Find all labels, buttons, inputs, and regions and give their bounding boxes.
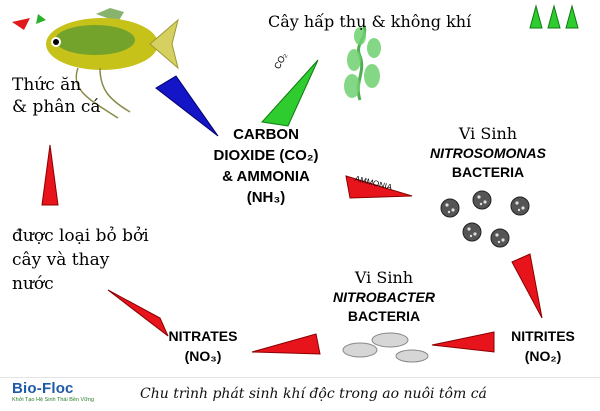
removal-arrow — [107, 289, 169, 337]
food-waste-line-2: & phân cá — [12, 97, 101, 117]
ammonia-arrow — [345, 175, 413, 199]
co2-ammonia-line-1: CARBON — [233, 126, 299, 143]
footer-bar — [0, 377, 600, 411]
nitrobacter-suffix: BACTERIA — [347, 308, 421, 324]
water-plant-icon — [344, 25, 381, 101]
nitrobacter-bacteria-icon — [342, 332, 429, 363]
return-arrow — [41, 144, 59, 206]
nitrites-line-2: (NO₂) — [524, 348, 562, 364]
food-waste-label: Thức ăn & phân cá — [12, 74, 101, 118]
nitrates-label: NITRATES (NO₃) — [148, 326, 258, 366]
co2-ammonia-line-4: (NH₃) — [246, 189, 286, 206]
green-co2-arrow — [261, 59, 319, 127]
bio-floc-logo: Bio-Floc Khởi Tạo Hệ Sinh Thái Bền Vững — [12, 380, 102, 408]
blue-arrow — [155, 75, 219, 137]
nitrates-line-2: (NO₃) — [184, 348, 222, 364]
figure-caption: Chu trình phát sinh khí độc trong ao nuô… — [140, 386, 487, 402]
nitrosomonas-genus: NITROSOMONAS — [430, 145, 546, 161]
removal-line-3: nước — [12, 274, 54, 294]
nitrosomonas-prefix: Vi Sinh — [458, 124, 518, 143]
nitrites-label: NITRITES (NO₂) — [488, 326, 598, 366]
nitrosomonas-suffix: BACTERIA — [451, 164, 525, 180]
nitrosomonas-bacteria-icon — [440, 190, 530, 248]
removal-label: được loại bỏ bởi cây và thay nước — [12, 224, 149, 296]
grass-icon — [529, 4, 579, 29]
nitrobacter-prefix: Vi Sinh — [354, 268, 414, 287]
nitrobacter-genus: NITROBACTER — [333, 289, 435, 305]
fish-icon — [12, 8, 179, 119]
logo-name: Bio-Floc — [12, 380, 74, 397]
nitrite-arrow — [511, 253, 543, 319]
co2-ammonia-label: CARBON DIOXIDE (CO₂) & AMMONIA (NH₃) — [196, 124, 336, 208]
nitrobacter-arrow — [251, 333, 321, 355]
nitrates-line-1: NITRATES — [168, 328, 238, 344]
food-waste-line-1: Thức ăn — [12, 75, 82, 95]
co2-ammonia-line-3: & AMMONIA — [222, 168, 310, 185]
removal-line-1: được loại bỏ bởi — [12, 226, 149, 246]
diagram-graphics — [12, 4, 579, 363]
plants-absorb-label: Cây hấp thụ & không khí — [268, 12, 472, 31]
nitrites-line-1: NITRITES — [511, 328, 575, 344]
nitrobacter-label: Vi Sinh NITROBACTER BACTERIA — [314, 268, 454, 326]
nitrosomonas-label: Vi Sinh NITROSOMONAS BACTERIA — [418, 124, 558, 182]
removal-line-2: cây và thay — [12, 250, 110, 270]
logo-tagline: Khởi Tạo Hệ Sinh Thái Bền Vững — [12, 397, 94, 403]
nitrate-flow-arrow — [431, 331, 495, 353]
co2-ammonia-line-2: DIOXIDE (CO₂) — [213, 147, 319, 164]
